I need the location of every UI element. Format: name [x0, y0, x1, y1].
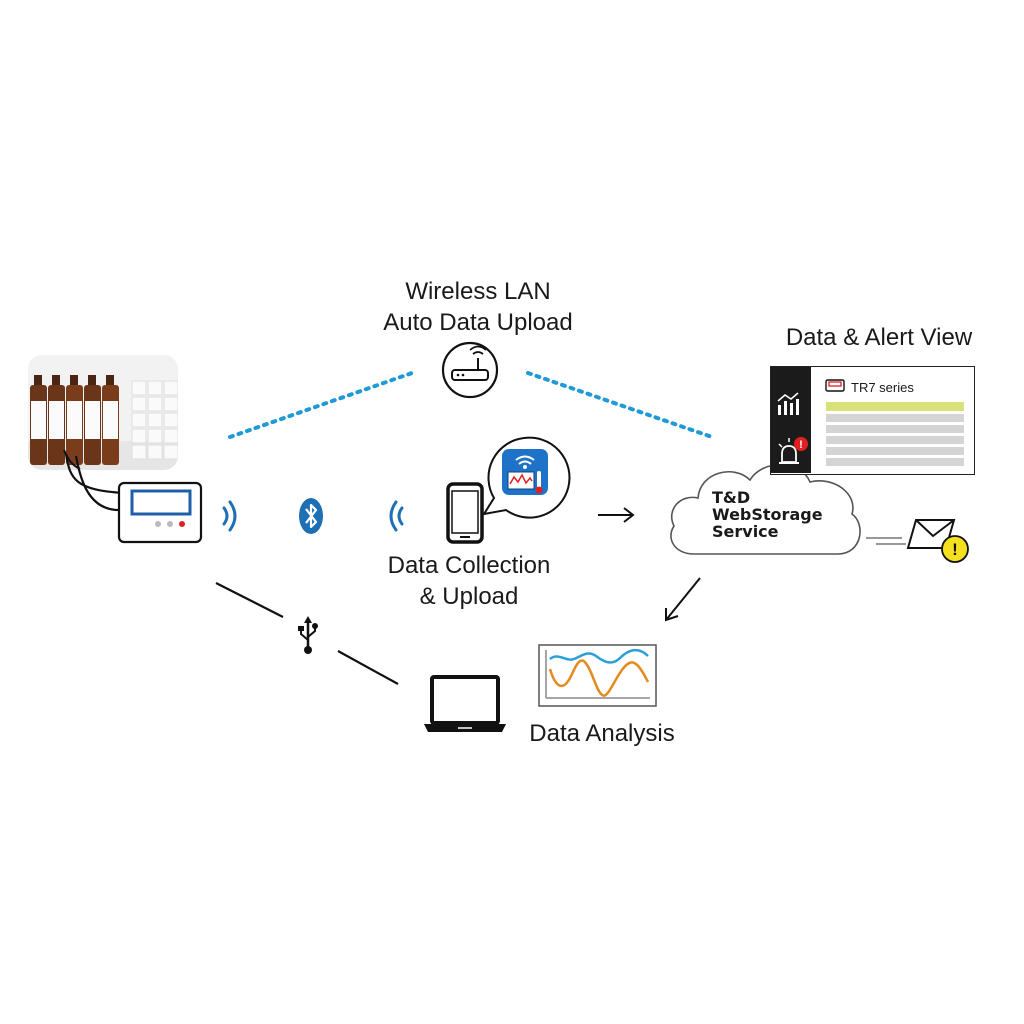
- panel-row: [826, 447, 964, 455]
- bluetooth-icon: [299, 498, 323, 534]
- svg-text:!: !: [799, 439, 803, 451]
- arrow-to-analysis: [665, 577, 701, 622]
- shelf-photo: [28, 355, 178, 470]
- collection-label-line-2: & Upload: [419, 583, 519, 610]
- wireless-label: Wireless LAN Auto Data Upload: [340, 276, 616, 338]
- analysis-label: Data Analysis: [529, 720, 675, 747]
- panel-title: TR7 series: [851, 380, 914, 395]
- alarm-icon: !: [778, 437, 808, 464]
- wireless-link-right: [526, 371, 714, 439]
- cloud-line-1: T&D: [712, 488, 751, 507]
- cloud-webstorage: [670, 463, 861, 555]
- data-alert-view-label: Data & Alert View: [785, 324, 973, 351]
- svg-text:!: !: [952, 540, 958, 559]
- panel-row: [826, 414, 964, 422]
- wireless-label-line-1: Wireless LAN: [405, 278, 551, 305]
- cloud-line-3: Service: [712, 522, 779, 541]
- panel-rows: [826, 402, 964, 466]
- usb-icon: [298, 616, 318, 654]
- signal-waves-icon-right: [389, 500, 404, 532]
- app-icon: [481, 436, 571, 519]
- usb-link-lower: [337, 650, 399, 685]
- signal-waves-icon: [222, 500, 237, 532]
- cloud-label: T&D WebStorage Service: [712, 489, 823, 540]
- panel-sidebar: [771, 367, 811, 473]
- panel-row: [826, 425, 964, 433]
- arrow-to-cloud: [598, 507, 635, 523]
- wireless-label-line-2: Auto Data Upload: [383, 309, 573, 336]
- collection-label-line-1: Data Collection: [387, 552, 551, 579]
- usb-link-upper: [215, 582, 284, 618]
- collection-label: Data Collection & Upload: [360, 550, 578, 612]
- router-icon: [441, 341, 499, 399]
- panel-row-highlight: [826, 402, 964, 411]
- email-motion-lines: [866, 537, 906, 545]
- amber-bottles: [30, 375, 119, 465]
- panel-row: [826, 436, 964, 444]
- cloud-line-2: WebStorage: [712, 505, 823, 524]
- chart-icon: [538, 644, 657, 707]
- wireless-link-left: [228, 371, 414, 439]
- envelope-icon: [906, 519, 956, 549]
- data-logger-device: [64, 453, 203, 544]
- warning-icon: !: [941, 535, 969, 563]
- bar-chart-icon: [777, 392, 799, 415]
- laptop-icon: [424, 675, 506, 732]
- smartphone-icon: [446, 482, 484, 544]
- panel-row: [826, 458, 964, 466]
- device-icon: [825, 379, 845, 392]
